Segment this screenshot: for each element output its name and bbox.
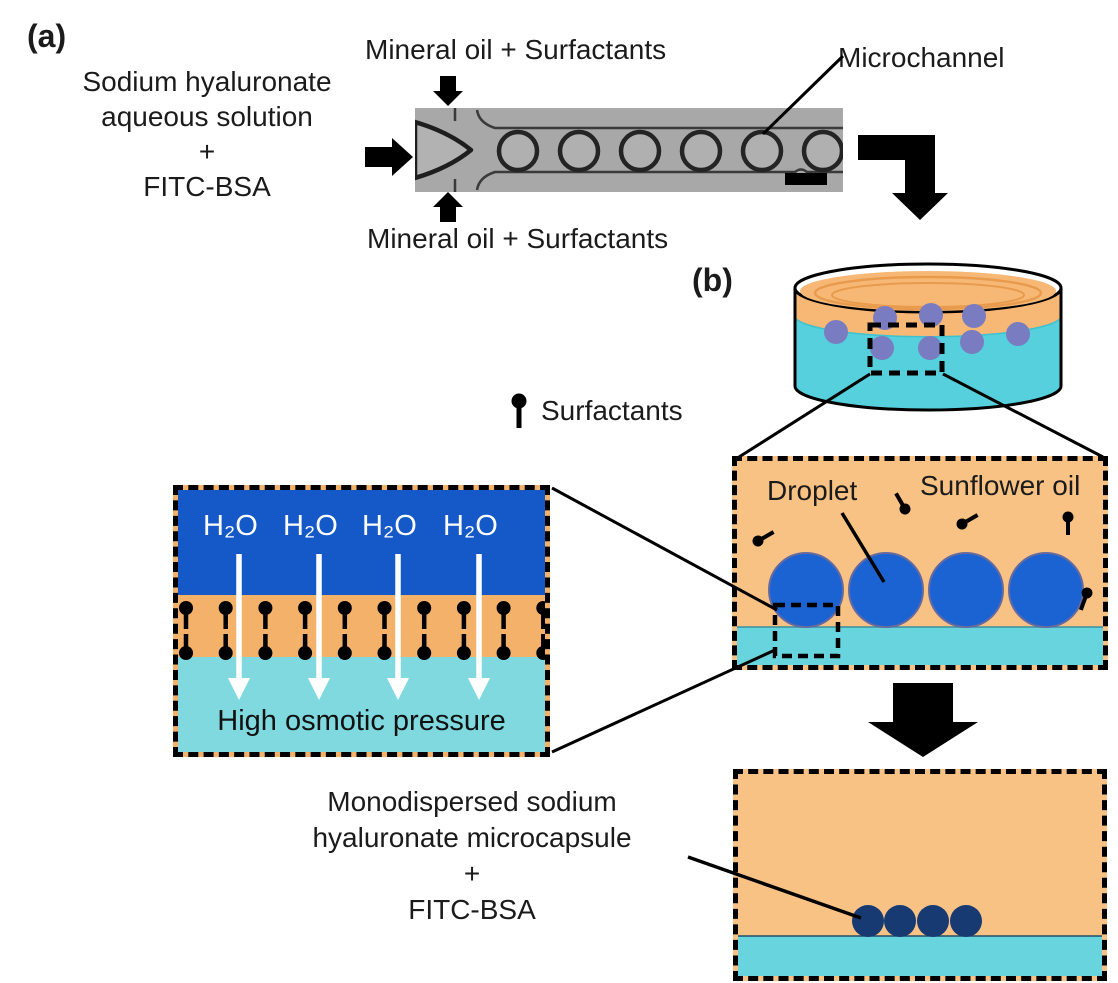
- dish-droplet: [824, 320, 848, 344]
- microcapsule-caption-line: +: [463, 858, 481, 889]
- dish-droplet: [918, 336, 942, 360]
- dish-droplet: [962, 304, 986, 328]
- microcapsule-caption-line: Monodispersed sodium: [327, 786, 617, 817]
- micrograph-droplets: [496, 129, 843, 173]
- h2o-label: H₂O: [283, 510, 338, 542]
- osmotic-pressure-label: High osmotic pressure: [217, 705, 506, 737]
- droplet-label: Droplet: [767, 475, 858, 506]
- surfactant-pin-icon: [1060, 509, 1076, 537]
- microcapsule: [950, 905, 982, 937]
- micro-droplet: [557, 129, 601, 173]
- microcapsule: [852, 905, 884, 937]
- dish-droplets: [824, 303, 1030, 360]
- surfactant-legend-label: Surfactants: [541, 395, 683, 426]
- dish-droplet: [960, 330, 984, 354]
- inlet-solution-line: Sodium hyaluronate: [82, 66, 332, 97]
- scale-bar: [785, 173, 827, 185]
- osmosis-inset: H₂O H₂O H₂O H₂O High osmotic pressure: [173, 485, 550, 757]
- inlet-solution-label: Sodium hyaluronate aqueous solution + FI…: [47, 64, 367, 204]
- microcapsules: [852, 905, 982, 937]
- dish-droplet: [1006, 322, 1030, 346]
- surfactant-pin-icon: [511, 393, 527, 428]
- panel-b-label: (b): [692, 262, 733, 298]
- h2o-label: H₂O: [443, 510, 498, 542]
- droplet-panel-graphics: [737, 488, 1103, 665]
- settle-arrow: [868, 683, 978, 757]
- process-arrow-bent: [858, 135, 948, 220]
- h2o-label: H₂O: [362, 510, 417, 542]
- sunflower-oil-label: Sunflower oil: [920, 470, 1081, 501]
- flow-focusing-nozzle: [415, 119, 474, 181]
- dish-droplet: [870, 336, 894, 360]
- dish-droplet: [919, 303, 943, 327]
- microchannel-label: Microchannel: [838, 42, 1005, 73]
- surfactant-pair-row: [179, 601, 545, 660]
- microcapsule-caption-line: FITC-BSA: [408, 894, 536, 925]
- petri-dish: [793, 262, 1063, 412]
- inlet-flow-arrow: [365, 138, 413, 176]
- h2o-label: H₂O: [203, 510, 258, 542]
- mineral-oil-bottom-label: Mineral oil + Surfactants: [367, 223, 669, 254]
- microcapsule: [917, 905, 949, 937]
- micro-droplet: [618, 129, 662, 173]
- inlet-solution-line: aqueous solution: [101, 101, 313, 132]
- micrograph: [415, 108, 843, 192]
- surfactant-pin-icon: [889, 488, 915, 519]
- microcapsule-caption-line: hyaluronate microcapsule: [312, 822, 632, 853]
- droplet-circle: [1008, 552, 1084, 628]
- water-layer: [737, 627, 1103, 665]
- inset-zoom-rect: [772, 602, 841, 659]
- inlet-solution-line: +: [198, 136, 216, 167]
- inlet-solution-line: FITC-BSA: [143, 171, 271, 202]
- micro-droplet: [496, 129, 540, 173]
- oil-inlet-arrow-bottom: [433, 192, 463, 222]
- droplet-pointer-line: [840, 512, 886, 583]
- droplets: [768, 552, 1084, 628]
- droplet-panel: Droplet Sunflower oil: [732, 456, 1108, 670]
- micro-droplet: [679, 129, 723, 173]
- droplet-circle: [928, 552, 1004, 628]
- microchannel-wall-bottom: [475, 168, 843, 191]
- water-layer: [738, 936, 1102, 976]
- droplet-circle: [768, 552, 844, 628]
- micro-droplet: [801, 129, 843, 173]
- mineral-oil-top-label: Mineral oil + Surfactants: [365, 34, 667, 65]
- dish-zoom-rect: [867, 322, 945, 376]
- microcapsule: [884, 905, 916, 937]
- surfactant-pin-icon: [748, 525, 779, 551]
- microchannel-wall-top: [475, 109, 843, 130]
- microcapsule-panel-graphics: [738, 905, 1102, 976]
- microcapsule-caption: Monodispersed sodium hyaluronate microca…: [282, 784, 662, 928]
- micro-droplet: [740, 129, 784, 173]
- panel-a-label: (a): [27, 18, 67, 54]
- droplet-circle: [848, 552, 924, 628]
- surfactant-pin-icon: [952, 508, 983, 534]
- oil-inlet-arrow-top: [433, 76, 463, 106]
- microcapsule-panel: [733, 769, 1107, 981]
